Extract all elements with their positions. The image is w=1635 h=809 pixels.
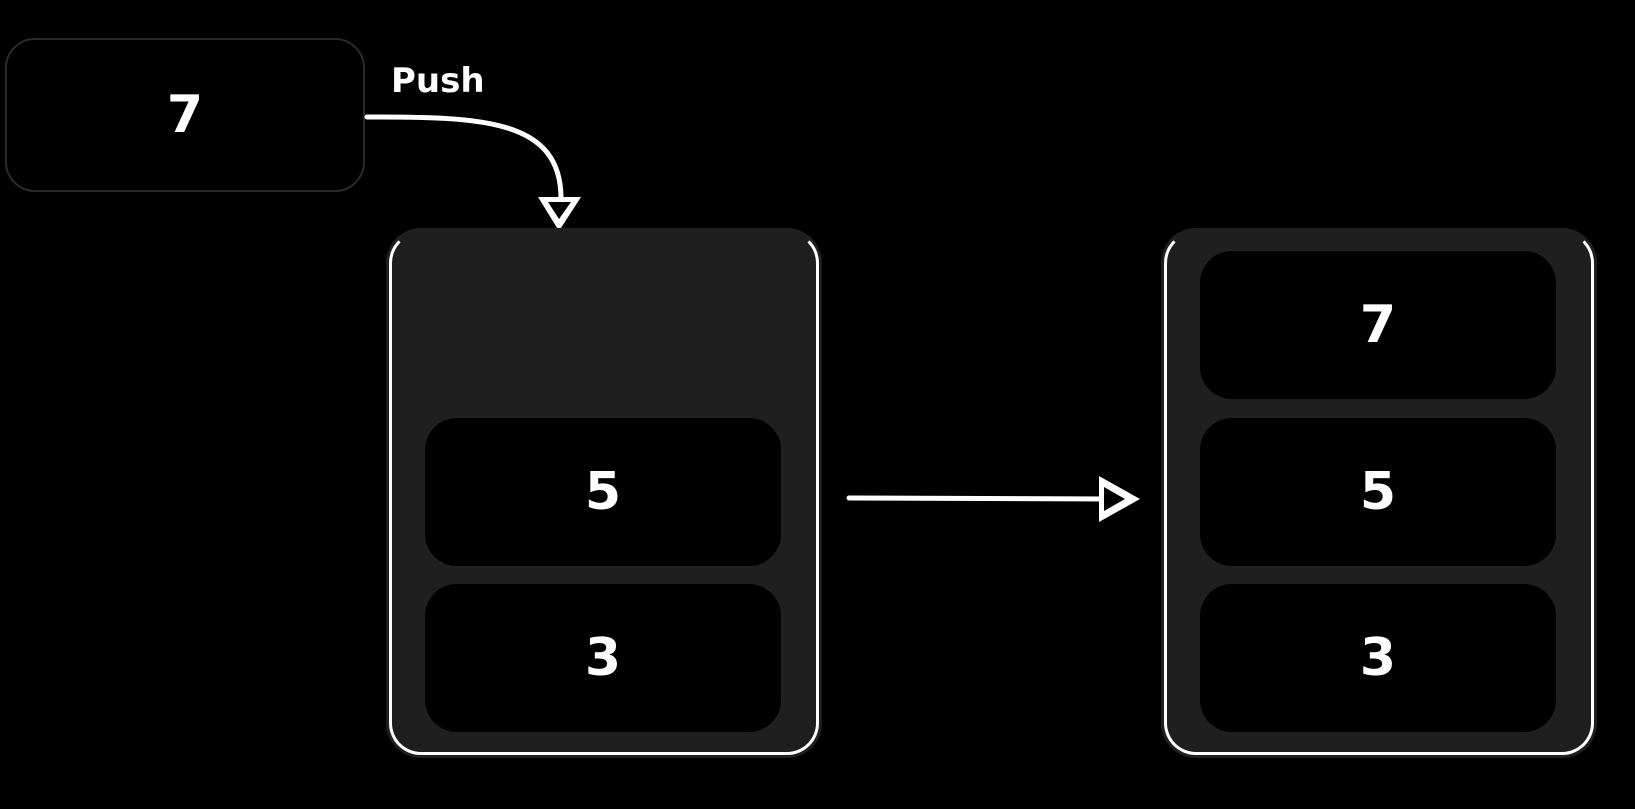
stack-after-slot-bottom: 3	[1200, 584, 1556, 732]
stack-after-slot-top-value: 7	[1359, 295, 1397, 355]
stack-before: 5 3	[389, 231, 819, 755]
stack-after-slot-middle-value: 5	[1359, 462, 1397, 522]
stack-after-slot-bottom-value: 3	[1359, 628, 1397, 688]
incoming-value-box: 7	[5, 38, 365, 192]
stack-after: 7 5 3	[1164, 231, 1594, 755]
push-label: Push	[391, 61, 485, 101]
stack-before-slot-bottom: 3	[425, 584, 781, 732]
stack-after-slot-middle: 5	[1200, 418, 1556, 566]
stack-before-slot-middle: 5	[425, 418, 781, 566]
push-arrow	[364, 114, 581, 231]
stack-after-slot-top: 7	[1200, 251, 1556, 399]
stack-before-slot-bottom-value: 3	[584, 628, 622, 688]
stack-before-slot-middle-value: 5	[584, 462, 622, 522]
transition-arrow	[846, 476, 1140, 522]
incoming-value: 7	[166, 85, 204, 145]
